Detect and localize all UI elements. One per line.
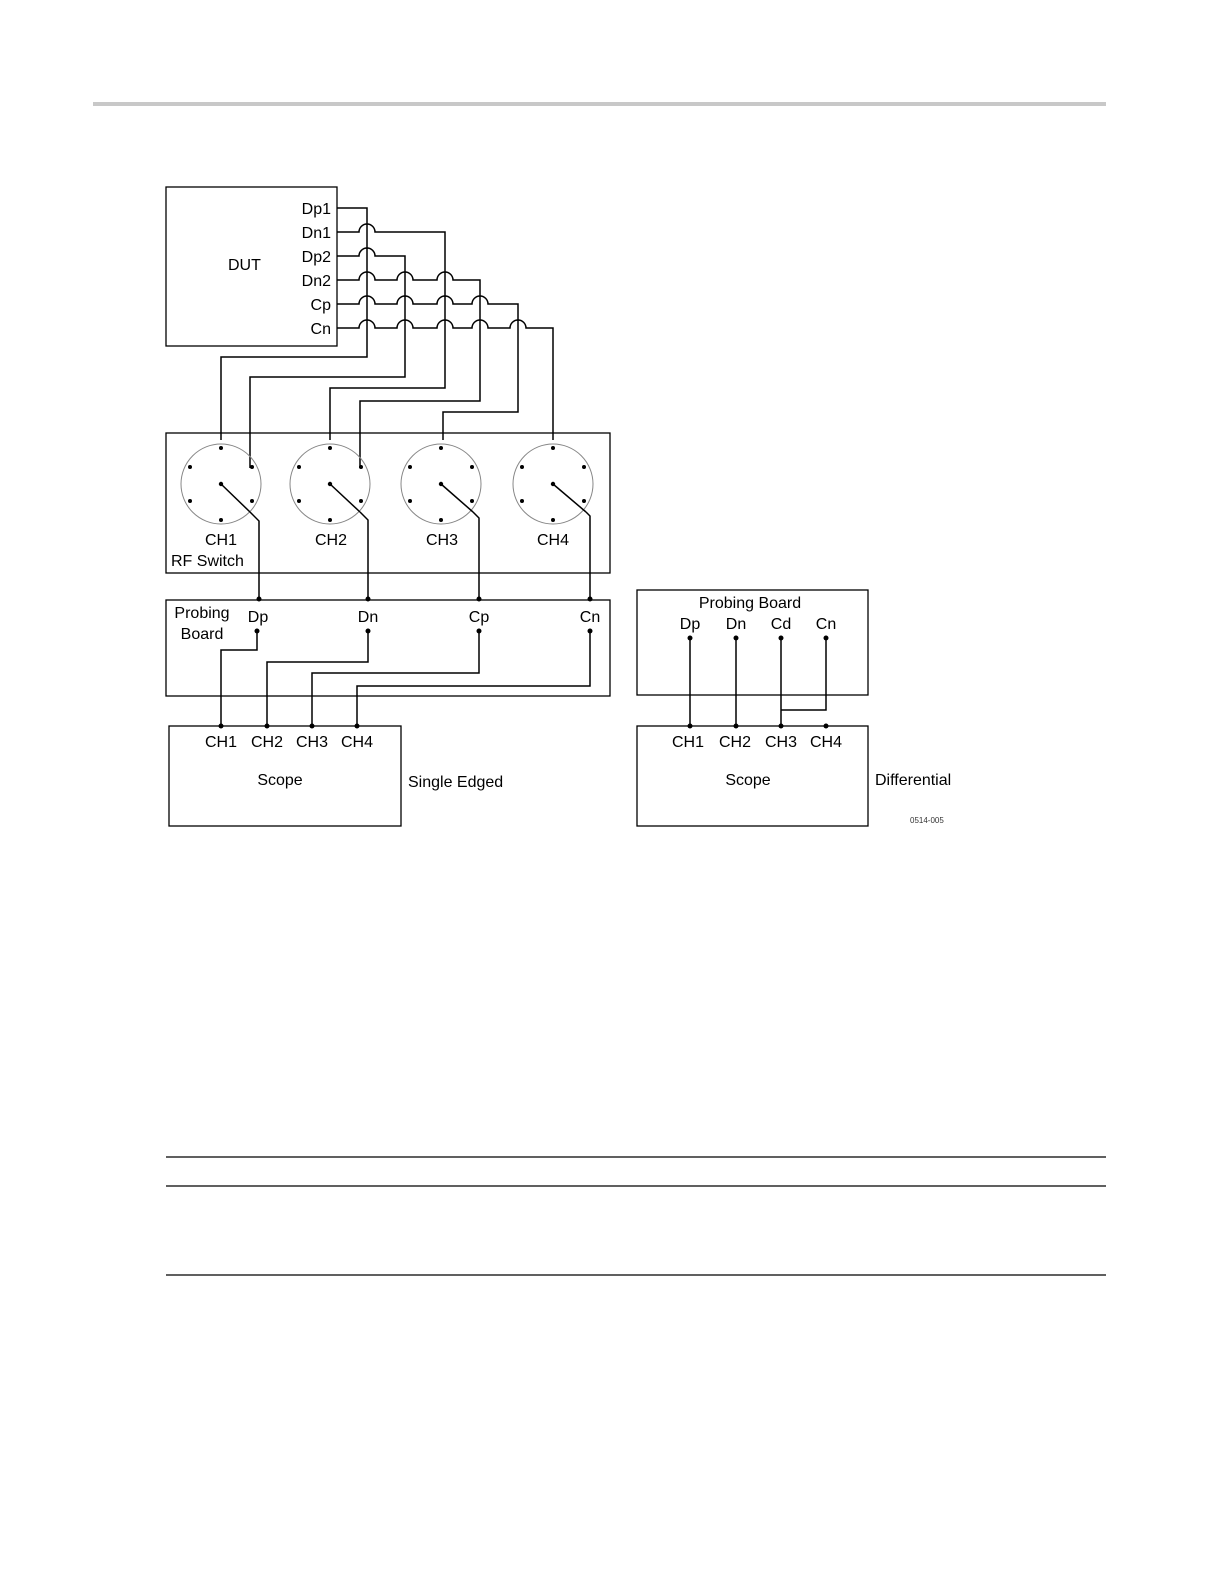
probing-board-label: Probing Board [699, 595, 801, 612]
switch-rotor-ch2 [290, 444, 370, 524]
probe-pin-label: Dn [358, 609, 378, 626]
switch-channel-label: CH1 [205, 532, 237, 549]
rf-switch-label: RF Switch [171, 553, 244, 570]
probing-board-differential: Probing Board Dp Dn Cd Cn [637, 590, 868, 695]
probe-pin-label: Dn [726, 616, 746, 633]
probing-board-single: Probing Board Dp Dn Cp Cn [166, 600, 610, 696]
scope-channel-label: CH2 [719, 734, 751, 751]
probing-board-label: Board [181, 626, 224, 643]
scope-channel-label: CH2 [251, 734, 283, 751]
header-rule [93, 102, 1106, 106]
differential-caption: Differential [875, 772, 951, 789]
probe-pin-label: Cd [771, 616, 791, 633]
scope-channel-label: CH4 [341, 734, 373, 751]
scope-differential: CH1 CH2 CH3 CH4 Scope [637, 724, 868, 827]
scope-label: Scope [257, 772, 302, 789]
switch-channel-label: CH3 [426, 532, 458, 549]
switch-output-dots [257, 597, 593, 602]
dut-pin-label: Dn1 [302, 225, 331, 242]
scope-single: CH1 CH2 CH3 CH4 Scope [169, 724, 401, 827]
dut-pin-label: Dp2 [302, 249, 331, 266]
scope-channel-label: CH1 [205, 734, 237, 751]
dut-pin-label: Cn [311, 321, 331, 338]
switch-rotor-ch4 [513, 444, 593, 524]
rf-switch-block: CH1 CH2 CH3 CH4 RF Switch [166, 433, 610, 573]
probe-pin-label: Dp [248, 609, 269, 626]
probing-board-label: Probing [174, 605, 229, 622]
probe-pin-label: Dp [680, 616, 701, 633]
dut-block: DUT Dp1 Dn1 Dp2 Dn2 Cp Cn [166, 187, 337, 346]
probe-pin-label: Cn [816, 616, 836, 633]
dut-pin-label: Cp [311, 297, 332, 314]
dut-pin-label: Dn2 [302, 273, 331, 290]
probe-pin-label: Cn [580, 609, 600, 626]
single-edged-caption: Single Edged [408, 774, 503, 791]
switch-rotor-ch1 [181, 444, 261, 524]
scope-channel-label: CH3 [296, 734, 328, 751]
dut-label: DUT [228, 257, 261, 274]
probe-to-scope-wires-single [221, 631, 590, 726]
switch-channel-label: CH2 [315, 532, 347, 549]
probe-pin-label: Cp [469, 609, 490, 626]
switch-to-probe-wires [250, 512, 590, 599]
dut-to-switch-wires [221, 208, 553, 468]
probe-to-scope-wires-differential [690, 638, 826, 726]
table-rules [166, 1157, 1106, 1275]
switch-rotor-ch3 [401, 444, 481, 524]
switch-channel-label: CH4 [537, 532, 569, 549]
scope-channel-label: CH3 [765, 734, 797, 751]
scope-channel-label: CH4 [810, 734, 842, 751]
scope-channel-label: CH1 [672, 734, 704, 751]
dut-pin-label: Dp1 [302, 201, 331, 218]
figure-id: 0514-005 [910, 816, 944, 825]
scope-label: Scope [725, 772, 770, 789]
